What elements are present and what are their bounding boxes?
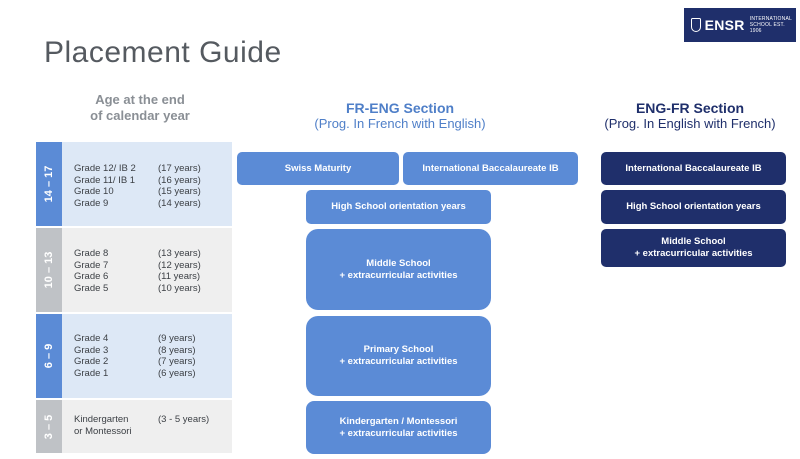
age-range-tab: 14 – 17 — [36, 142, 62, 226]
age-list: (13 years) (12 years) (11 years) (10 yea… — [158, 248, 201, 294]
grade-label: Grade 2 — [74, 356, 109, 367]
en-high-school-orientation-box: High School orientation years — [601, 190, 786, 224]
box-line1: Middle School — [661, 236, 726, 247]
fr-eng-section-subtitle: (Prog. In French with English) — [314, 116, 486, 131]
grade-label: Grade 3 — [74, 344, 109, 356]
age-header-line2: of calendar year — [90, 108, 190, 123]
age-list: (17 years) (16 years) (15 years) (14 yea… — [158, 163, 201, 209]
grade-label: Grade 10 — [74, 186, 114, 197]
box-line2: + extracurricular activities — [339, 356, 458, 367]
fr-middle-school-box: Middle School + extracurricular activiti… — [306, 229, 491, 310]
age-label: (12 years) — [158, 259, 201, 271]
age-range-label: 10 – 13 — [43, 251, 55, 289]
fr-international-baccalaureate-box: International Baccalaureate IB — [403, 152, 578, 185]
box-line2: + extracurricular activities — [634, 248, 753, 259]
age-label: (9 years) — [158, 333, 196, 344]
en-international-baccalaureate-box: International Baccalaureate IB — [601, 152, 786, 185]
shield-icon — [691, 18, 701, 32]
age-range-tab: 6 – 9 — [36, 314, 62, 398]
school-logo: ENSR INTERNATIONAL SCHOOL EST. 1906 — [684, 8, 796, 42]
logo-name: ENSR — [704, 17, 745, 33]
grade-list: Kindergarten or Montessori — [74, 414, 132, 437]
box-line2: + extracurricular activities — [339, 269, 458, 281]
grade-label: or Montessori — [74, 425, 132, 437]
logo-sub-line2: SCHOOL EST. 1906 — [749, 22, 785, 34]
age-label: (10 years) — [158, 282, 201, 294]
en-middle-school-box: Middle School + extracurricular activiti… — [601, 229, 786, 267]
fr-eng-section-header: FR-ENG Section (Prog. In French with Eng… — [280, 100, 520, 132]
fr-high-school-orientation-box: High School orientation years — [306, 190, 491, 224]
age-row-10-13 — [36, 228, 232, 312]
grade-label: Grade 4 — [74, 333, 109, 344]
grade-list: Grade 12/ IB 2 Grade 11/ IB 1 Grade 10 G… — [74, 163, 136, 209]
age-list: (3 - 5 years) — [158, 414, 209, 426]
age-header-line1: Age at the end — [95, 92, 185, 107]
age-label: (17 years) — [158, 163, 201, 174]
fr-kindergarten-box: Kindergarten / Montessori + extracurricu… — [306, 401, 491, 454]
age-row-3-5 — [36, 400, 232, 453]
eng-fr-section-header: ENG-FR Section (Prog. In English with Fr… — [580, 100, 800, 132]
grade-label: Grade 1 — [74, 367, 109, 379]
box-line2: + extracurricular activities — [339, 427, 458, 439]
grade-label: Grade 7 — [74, 259, 109, 271]
age-label: (8 years) — [158, 344, 196, 356]
age-label: (13 years) — [158, 248, 201, 259]
age-label: (7 years) — [158, 356, 196, 367]
age-row-14-17 — [36, 142, 232, 226]
age-label: (6 years) — [158, 367, 196, 379]
eng-fr-section-subtitle: (Prog. In English with French) — [604, 116, 776, 131]
grade-list: Grade 4 Grade 3 Grade 2 Grade 1 — [74, 333, 108, 379]
age-range-label: 3 – 5 — [43, 414, 55, 439]
age-label: (3 - 5 years) — [158, 414, 210, 425]
age-list: (9 years) (8 years) (7 years) (6 years) — [158, 333, 195, 379]
grade-label: Grade 6 — [74, 271, 109, 282]
grade-list: Grade 8 Grade 7 Grade 6 Grade 5 — [74, 248, 108, 294]
box-line1: Middle School — [366, 257, 431, 269]
age-range-label: 14 – 17 — [43, 165, 55, 203]
age-range-tab: 3 – 5 — [36, 400, 62, 453]
grade-label: Grade 5 — [74, 282, 109, 294]
age-label: (16 years) — [158, 174, 201, 186]
logo-sub-line1: INTERNATIONAL — [749, 16, 792, 22]
box-line1: Kindergarten / Montessori — [339, 415, 458, 427]
age-label: (15 years) — [158, 186, 201, 197]
fr-eng-section-title: FR-ENG Section — [345, 100, 455, 116]
grade-label: Grade 12/ IB 2 — [74, 163, 136, 174]
age-range-label: 6 – 9 — [43, 343, 55, 369]
age-column-header: Age at the end of calendar year — [60, 92, 220, 124]
eng-fr-section-title: ENG-FR Section — [635, 100, 745, 116]
box-line1: Primary School — [363, 344, 434, 355]
logo-subtitle: INTERNATIONAL SCHOOL EST. 1906 — [750, 16, 796, 34]
age-row-6-9 — [36, 314, 232, 398]
grade-label: Grade 9 — [74, 197, 109, 209]
page-title: Placement Guide — [44, 36, 282, 69]
fr-swiss-maturity-box: Swiss Maturity — [237, 152, 399, 185]
grade-label: Grade 8 — [74, 248, 109, 259]
age-label: (11 years) — [158, 271, 201, 282]
age-label: (14 years) — [158, 197, 201, 209]
grade-label: Grade 11/ IB 1 — [74, 174, 136, 186]
age-range-tab: 10 – 13 — [36, 228, 62, 312]
fr-primary-school-box: Primary School + extracurricular activit… — [306, 316, 491, 396]
grade-label: Kindergarten — [74, 414, 129, 425]
